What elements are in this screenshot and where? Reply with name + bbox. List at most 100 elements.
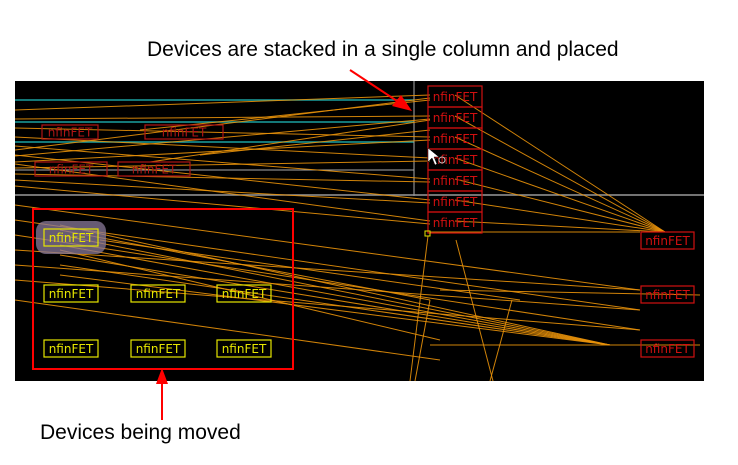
- device-outline: [34, 161, 108, 177]
- wire: [454, 115, 666, 233]
- wire: [99, 239, 521, 301]
- device-outline: [130, 339, 186, 358]
- wire: [59, 224, 611, 346]
- device-label: nfinFET: [433, 132, 478, 146]
- wire: [14, 136, 431, 159]
- device-outline: [216, 284, 272, 303]
- wire: [14, 264, 641, 311]
- wire: [59, 249, 441, 341]
- device-label: nfinFET: [49, 287, 94, 301]
- move-cursor-icon: [438, 156, 446, 164]
- wire: [14, 279, 641, 331]
- wire: [14, 249, 641, 291]
- pin-marker: [424, 230, 431, 237]
- device-outline: [43, 228, 99, 247]
- stacked-device[interactable]: nfinFET: [427, 211, 483, 234]
- device-label: nfinFET: [48, 126, 93, 140]
- device-label: nfinFET: [222, 287, 267, 301]
- wire: [14, 115, 431, 120]
- stacked-device[interactable]: nfinFET: [427, 169, 483, 192]
- stacked-device[interactable]: nfinFET: [427, 127, 483, 150]
- device-outline: [640, 231, 695, 250]
- device-label: nfinFET: [433, 90, 478, 104]
- arrow-head-icon: [392, 95, 412, 111]
- moving-device[interactable]: nfinFET: [130, 339, 186, 358]
- moving-device[interactable]: nfinFET: [216, 284, 272, 303]
- moving-device[interactable]: nfinFET: [36, 221, 106, 254]
- wire: [454, 157, 666, 233]
- wire: [454, 94, 666, 233]
- device-outline: [43, 284, 99, 303]
- device-label: nfinFET: [136, 342, 181, 356]
- wires: [14, 94, 701, 382]
- annotation-stacked: Devices are stacked in a single column a…: [147, 38, 619, 61]
- stacked-device[interactable]: nfinFET: [427, 106, 483, 129]
- device-outline: [640, 285, 695, 304]
- wire: [14, 219, 641, 311]
- wire: [454, 178, 666, 233]
- canvas-background: [15, 81, 704, 381]
- wire: [149, 119, 431, 163]
- wire: [59, 254, 611, 346]
- placed-device[interactable]: nfinFET: [640, 231, 695, 250]
- unplaced-device[interactable]: nfinFET: [41, 124, 99, 140]
- wire: [14, 234, 641, 331]
- device-outline: [130, 284, 186, 303]
- arrow-head-icon: [156, 368, 168, 384]
- wire: [454, 136, 666, 233]
- device-label: nfinFET: [645, 288, 690, 302]
- device-label: nfinFET: [49, 342, 94, 356]
- device-outline: [216, 339, 272, 358]
- stacked-device[interactable]: nfinFET: [427, 148, 483, 171]
- wire: [14, 145, 431, 180]
- device-outline: [117, 161, 191, 177]
- placed-device[interactable]: nfinFET: [640, 285, 695, 304]
- device-outline: [640, 339, 695, 358]
- device-label: nfinFET: [136, 287, 181, 301]
- device-label: nfinFET: [49, 163, 94, 177]
- wire: [59, 234, 611, 346]
- wire: [455, 239, 494, 382]
- wire: [409, 235, 429, 382]
- wire: [14, 163, 431, 222]
- wire: [14, 185, 431, 225]
- device-label: nfinFET: [433, 153, 478, 167]
- unplaced-device[interactable]: nfinFET: [34, 161, 108, 177]
- wire: [14, 160, 431, 169]
- moving-device[interactable]: nfinFET: [216, 339, 272, 358]
- placed-device[interactable]: nfinFET: [640, 339, 695, 358]
- unplaced-device[interactable]: nfinFET: [144, 124, 224, 140]
- device-outline: [43, 339, 99, 358]
- wire: [439, 289, 701, 296]
- stacked-device[interactable]: nfinFET: [427, 190, 483, 213]
- wire: [59, 244, 611, 346]
- device-label: nfinFET: [49, 231, 94, 245]
- wire: [14, 94, 431, 111]
- moving-selection-box: [32, 208, 294, 370]
- device-label: nfinFET: [222, 342, 267, 356]
- device-label: nfinFET: [433, 216, 478, 230]
- device-label: nfinFET: [433, 111, 478, 125]
- device-label: nfinFET: [433, 174, 478, 188]
- arrow-line: [349, 69, 401, 104]
- device-label: nfinFET: [645, 342, 690, 356]
- moving-device[interactable]: nfinFET: [130, 284, 186, 303]
- wire: [414, 299, 431, 382]
- device-label: nfinFET: [433, 195, 478, 209]
- wire: [454, 199, 666, 233]
- wire: [59, 274, 611, 346]
- unplaced-device[interactable]: nfinFET: [117, 161, 191, 177]
- wire: [59, 229, 431, 301]
- annotation-moving: Devices being moved: [40, 421, 241, 444]
- wire: [14, 299, 441, 361]
- moving-device[interactable]: nfinFET: [43, 284, 99, 303]
- wire: [14, 179, 431, 204]
- wire: [14, 204, 641, 291]
- device-outline: [144, 124, 224, 140]
- stacked-device[interactable]: nfinFET: [427, 85, 483, 108]
- device-label: nfinFET: [162, 126, 207, 140]
- moving-device[interactable]: nfinFET: [43, 339, 99, 358]
- wire: [454, 220, 666, 233]
- device-outline: [41, 124, 99, 140]
